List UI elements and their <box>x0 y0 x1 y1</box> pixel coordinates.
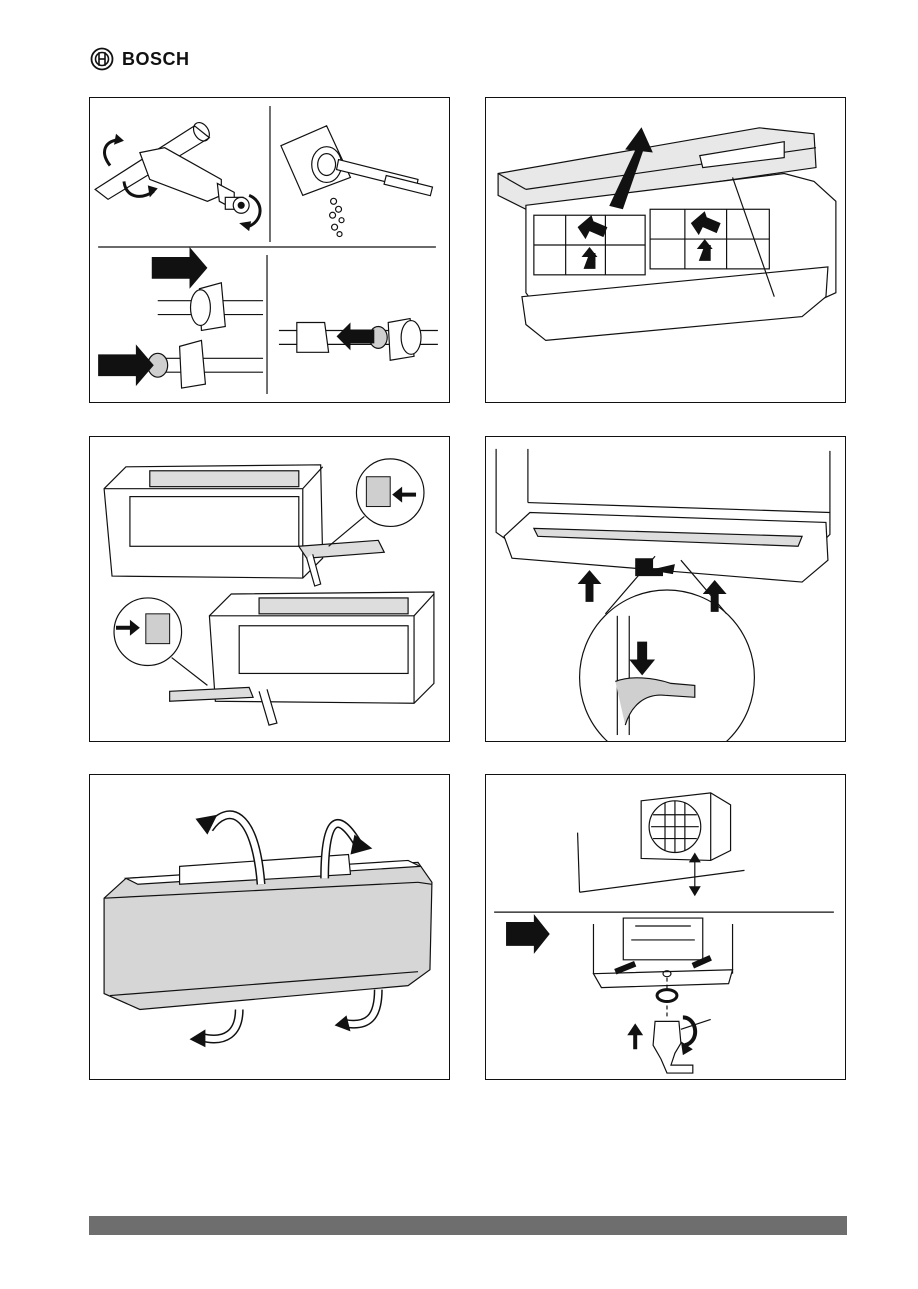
brand-header: BOSCH <box>90 46 190 72</box>
figure-lower-housing <box>485 436 846 742</box>
footer-bar <box>89 1216 847 1235</box>
figure-pipe-routing <box>89 436 450 742</box>
pipe-flare-illustration <box>90 98 449 402</box>
drain-elbow-illustration <box>486 775 845 1079</box>
pipe-routing-illustration <box>90 437 449 741</box>
bosch-logo-icon <box>90 47 114 71</box>
unit-mounting-illustration <box>90 775 449 1079</box>
figure-drain-elbow <box>485 774 846 1080</box>
figure-unit-mounting <box>89 774 450 1080</box>
open-panel-illustration <box>486 98 845 402</box>
brand-name: BOSCH <box>122 49 190 70</box>
lower-housing-illustration <box>486 437 845 741</box>
figure-pipe-flare <box>89 97 450 403</box>
figure-open-front-panel <box>485 97 846 403</box>
